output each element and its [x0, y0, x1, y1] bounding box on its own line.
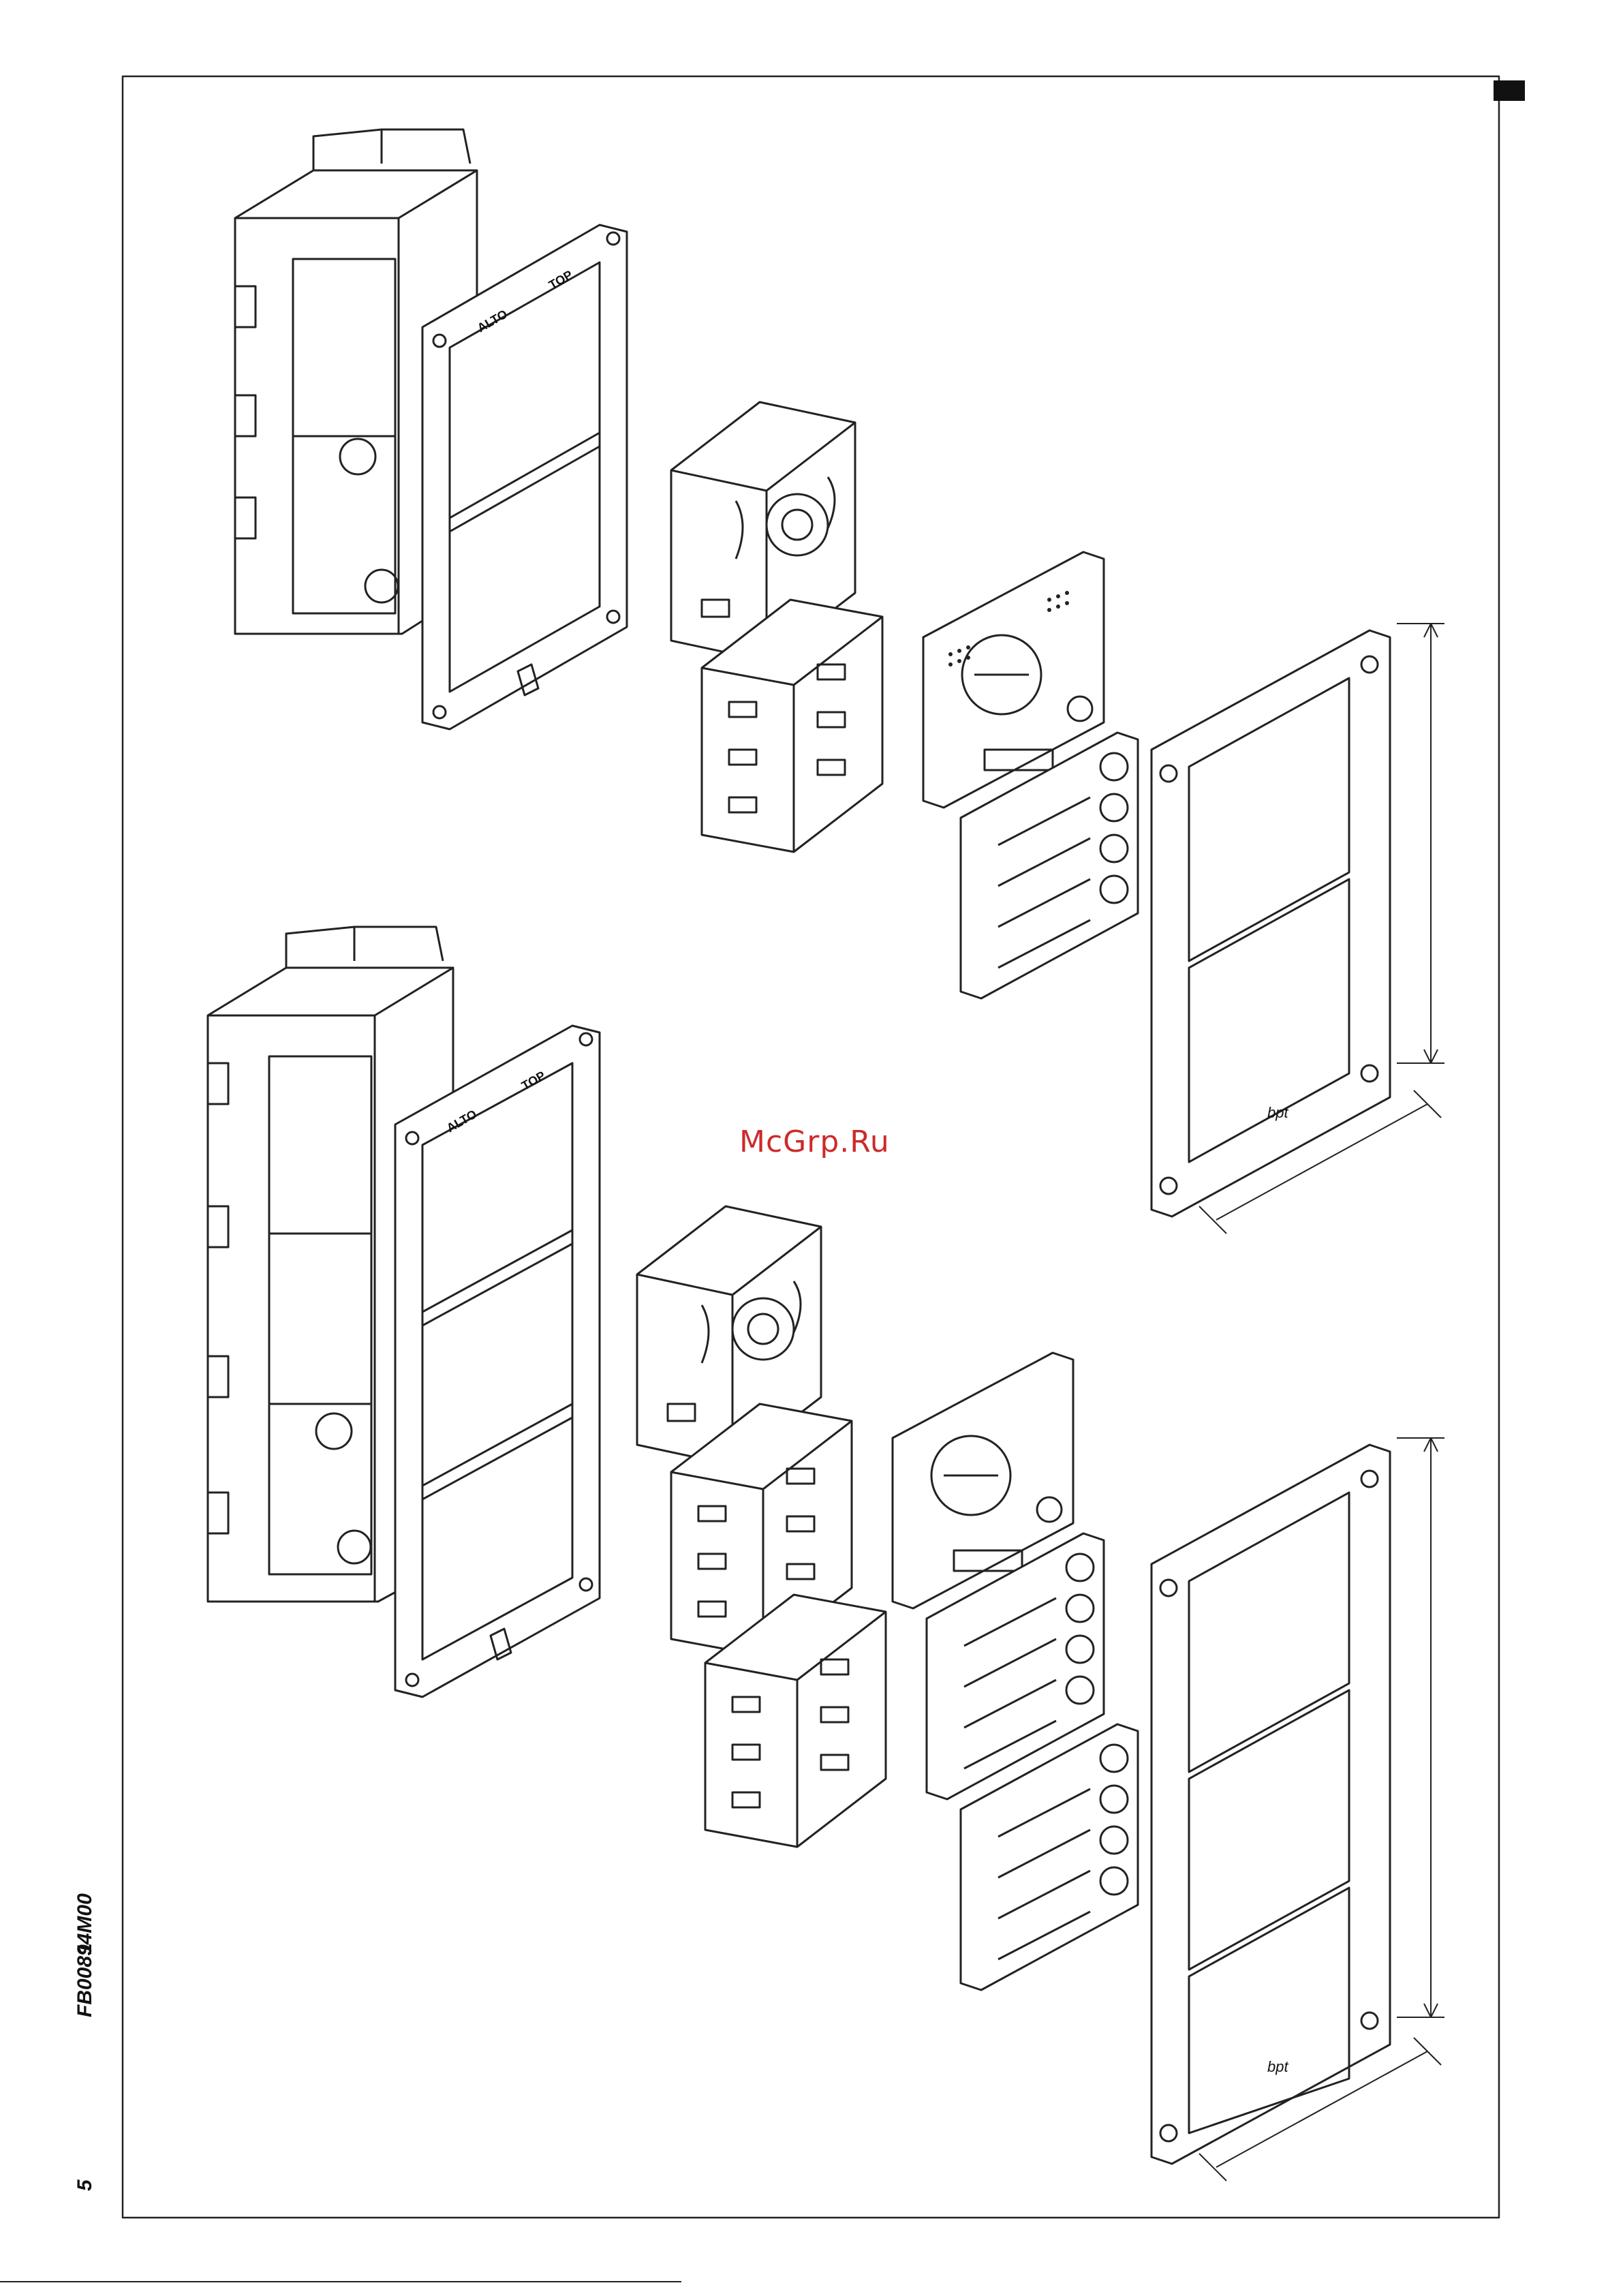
cover-frame-3-module	[1151, 1445, 1390, 2164]
mounting-frame-3-module	[395, 1026, 600, 1697]
cover-frame-2-module	[1151, 630, 1390, 1216]
watermark: McGrp.Ru	[739, 1124, 890, 1159]
brand-logo-lower: bpt	[1267, 2058, 1288, 2075]
revision-number: 1	[74, 1943, 97, 1955]
brand-logo-upper: bpt	[1267, 1104, 1288, 1121]
document-code: FB00894M00	[74, 1893, 97, 2017]
corner-marker	[1494, 80, 1525, 101]
page-number: 5	[74, 2179, 97, 2191]
